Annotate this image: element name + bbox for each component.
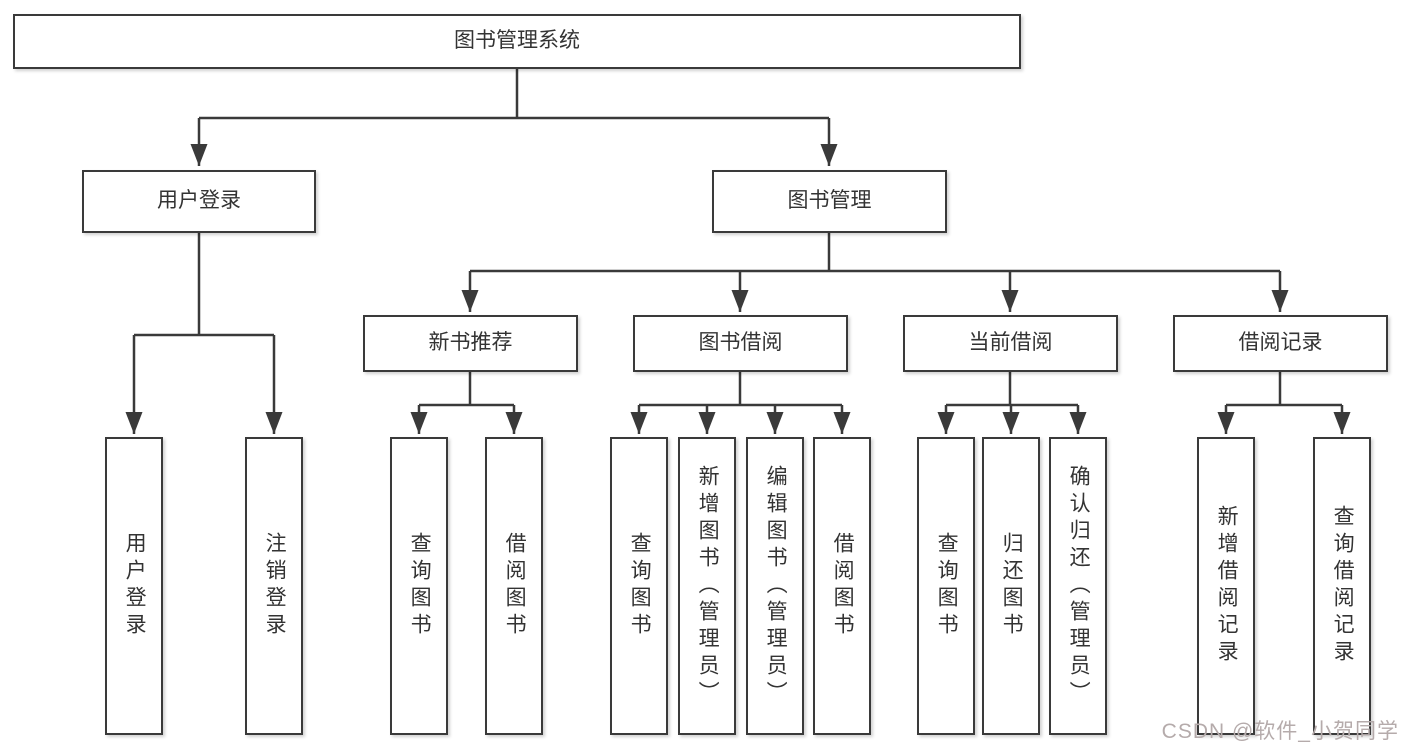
leaf-query-borrow-record: 查询借阅记录 (1313, 437, 1371, 735)
leaf-bookborrow-borrow-books-label: 借阅图书 (831, 532, 855, 640)
node-book-management-label: 图书管理 (787, 189, 872, 213)
connector-userlogin-trunk (134, 233, 274, 337)
leaf-query-borrow-record-label: 查询借阅记录 (1331, 505, 1355, 667)
connector-root-trunk (199, 69, 829, 120)
node-root-label: 图书管理系统 (454, 29, 580, 53)
leaf-currentborrow-query-books: 查询图书 (917, 437, 975, 735)
node-book-management: 图书管理 (712, 170, 947, 233)
connector-currentborrow-trunk (946, 372, 1078, 407)
connector-bookmgmt-trunk (470, 233, 1280, 273)
leaf-add-borrow-record: 新增借阅记录 (1197, 437, 1255, 735)
leaf-add-borrow-record-label: 新增借阅记录 (1215, 505, 1239, 667)
node-borrow-record: 借阅记录 (1173, 315, 1388, 372)
leaf-confirm-return-admin-label: 确认归还（管理员） (1067, 464, 1091, 708)
connector-newbook-trunk (419, 372, 514, 407)
leaf-return-books: 归还图书 (982, 437, 1040, 735)
connector-borrowrecord-trunk (1226, 372, 1342, 407)
leaf-user-login-label: 用户登录 (123, 532, 147, 640)
node-root: 图书管理系统 (13, 14, 1021, 69)
node-new-book-recommend-label: 新书推荐 (428, 331, 513, 355)
leaf-logout-label: 注销登录 (263, 532, 287, 640)
leaf-confirm-return-admin: 确认归还（管理员） (1049, 437, 1107, 735)
node-user-login-label: 用户登录 (157, 189, 241, 213)
leaf-return-books-label: 归还图书 (1000, 532, 1024, 640)
csdn-watermark: CSDN @软件_小贺同学 (1161, 720, 1399, 743)
leaf-bookborrow-query-books: 查询图书 (610, 437, 668, 735)
leaf-bookborrow-borrow-books: 借阅图书 (813, 437, 871, 735)
leaf-add-books-admin-label: 新增图书（管理员） (696, 464, 720, 708)
connector-bookborrow-trunk (639, 372, 842, 407)
node-new-book-recommend: 新书推荐 (363, 315, 578, 372)
node-borrow-record-label: 借阅记录 (1238, 331, 1323, 355)
leaf-logout: 注销登录 (245, 437, 303, 735)
node-current-borrow: 当前借阅 (903, 315, 1118, 372)
leaf-user-login: 用户登录 (105, 437, 163, 735)
leaf-edit-books-admin: 编辑图书（管理员） (746, 437, 804, 735)
node-book-borrow: 图书借阅 (633, 315, 848, 372)
leaf-currentborrow-query-books-label: 查询图书 (935, 532, 959, 640)
leaf-newbook-borrow-books-label: 借阅图书 (503, 532, 527, 640)
leaf-edit-books-admin-label: 编辑图书（管理员） (764, 464, 788, 708)
leaf-newbook-borrow-books: 借阅图书 (485, 437, 543, 735)
leaf-bookborrow-query-books-label: 查询图书 (628, 532, 652, 640)
node-book-borrow-label: 图书借阅 (698, 331, 783, 355)
node-current-borrow-label: 当前借阅 (968, 331, 1053, 355)
leaf-newbook-query-books-label: 查询图书 (408, 532, 432, 640)
node-user-login: 用户登录 (82, 170, 316, 233)
leaf-newbook-query-books: 查询图书 (390, 437, 448, 735)
leaf-add-books-admin: 新增图书（管理员） (678, 437, 736, 735)
